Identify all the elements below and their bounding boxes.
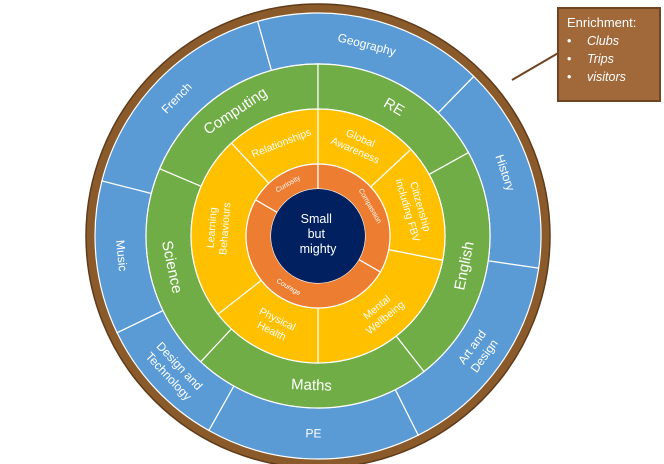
enrichment-title: Enrichment: bbox=[567, 15, 637, 30]
enrichment-callout: Enrichment: • Clubs • Trips • visitors bbox=[557, 7, 661, 102]
enrichment-item: • visitors bbox=[567, 68, 651, 86]
center-title: Small but mighty bbox=[300, 212, 338, 256]
enrichment-list: • Clubs • Trips • visitors bbox=[567, 32, 651, 86]
focus-area-label-line: Learning bbox=[205, 207, 220, 249]
center-line: Small bbox=[301, 212, 332, 226]
enrichment-item-label: Clubs bbox=[587, 34, 619, 48]
callout-connector bbox=[511, 51, 561, 81]
bullet-icon: • bbox=[567, 52, 572, 66]
enrichment-item-label: visitors bbox=[587, 70, 626, 84]
center-line: mighty bbox=[300, 242, 338, 256]
focus-area-label: LearningBehaviours bbox=[204, 201, 233, 255]
center-hub bbox=[271, 189, 365, 283]
enrichment-item: • Clubs bbox=[567, 32, 651, 50]
focus-area-label-line: Behaviours bbox=[217, 202, 233, 255]
bullet-icon: • bbox=[567, 34, 572, 48]
foundation-subject-label: PE bbox=[305, 426, 321, 440]
foundation-subject-label: Music bbox=[113, 239, 130, 272]
core-subject-label: Maths bbox=[291, 376, 333, 395]
enrichment-item: • Trips bbox=[567, 50, 651, 68]
bullet-icon: • bbox=[567, 70, 572, 84]
enrichment-item-label: Trips bbox=[587, 52, 614, 66]
center-line: but bbox=[308, 227, 326, 241]
